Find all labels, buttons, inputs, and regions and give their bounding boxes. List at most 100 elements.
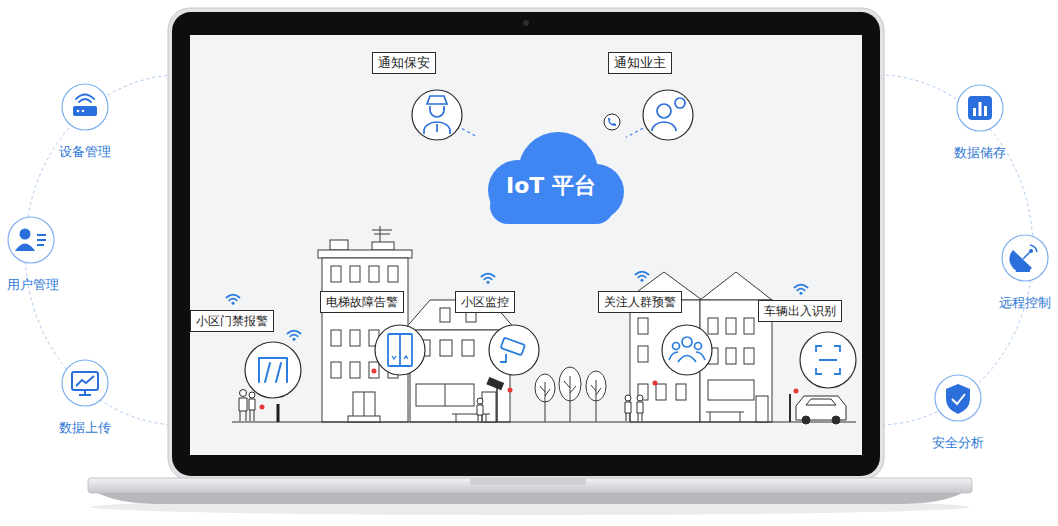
- buildings-part: [318, 250, 412, 258]
- upload-chart-icon-part: [79, 390, 91, 395]
- upload-chart-icon-part: [72, 372, 98, 390]
- wifi-signals-part: [482, 274, 495, 284]
- monitor-node: 小区监控: [489, 325, 539, 375]
- buildings-part: [726, 318, 736, 334]
- crowd-icon-part: [696, 352, 705, 360]
- cloud-text-holder: IoT 平台: [506, 173, 596, 199]
- scenario-circles-part: [800, 332, 856, 388]
- scenario-circles-part: [489, 325, 539, 375]
- buildings-part: [331, 330, 341, 346]
- label-text: 车辆出入识别: [764, 303, 836, 319]
- iot-cloud: IoT 平台: [476, 128, 626, 226]
- buildings-part: [482, 392, 496, 422]
- label-box: 小区监控: [455, 291, 515, 313]
- camera-icon-part: [501, 338, 525, 356]
- buildings-part: [388, 266, 398, 282]
- shield-icon-part: [946, 384, 970, 414]
- elevator-alarm-node: 电梯故障告警: [375, 325, 425, 375]
- buildings-part: [445, 384, 446, 406]
- elevator-icon-part: [388, 334, 412, 366]
- buildings-part: [416, 384, 474, 406]
- label-text: 小区门禁报警: [196, 313, 268, 329]
- outer-icon-circles-part: [62, 360, 108, 406]
- notify-circles-part: [643, 90, 693, 140]
- owner-icon: [652, 98, 685, 131]
- laptop-part: [98, 493, 962, 504]
- street-details-part: [277, 404, 280, 422]
- laptop-part: [523, 20, 529, 26]
- router-icon-part: [77, 110, 80, 113]
- buildings-part: [440, 308, 450, 322]
- user-icon-part: [37, 235, 46, 245]
- storage-icon-part: [973, 108, 976, 116]
- crowd-icon-part: [682, 337, 692, 347]
- street-details-part: [625, 402, 631, 421]
- dish-icon-part: [1017, 262, 1030, 271]
- guard-icon-part: [427, 96, 447, 104]
- buildings-part: [638, 384, 648, 400]
- notify-guard-node: 通知保安: [412, 90, 462, 140]
- street-details: [232, 378, 856, 424]
- outer-icon-circles-part: [62, 84, 108, 130]
- crowd-warning-node: 关注人群预警: [662, 325, 712, 375]
- street-details-part: [802, 416, 810, 424]
- phone-icon-part: [608, 118, 616, 126]
- buildings-part: [744, 318, 754, 334]
- street-details-part: [477, 398, 483, 404]
- laptop-part: [88, 478, 972, 493]
- alert-dots-part: [794, 389, 799, 394]
- gate-icon: [259, 358, 287, 382]
- data-storage-icon: 数据储存: [943, 85, 1017, 161]
- label-box: 关注人群预警: [598, 291, 682, 313]
- user-mgmt-icon: 用户管理: [2, 217, 64, 293]
- street-details-part: [637, 395, 643, 401]
- elevator-icon-part: [392, 356, 408, 359]
- dish-icon-part: [1030, 245, 1037, 252]
- buildings-part: [726, 348, 736, 364]
- street-details-part: [477, 405, 483, 421]
- wifi-signals-part: [636, 272, 649, 282]
- street-details-part: [249, 399, 255, 421]
- shield-icon-part: [952, 394, 965, 404]
- elevator-icon: [388, 334, 412, 366]
- buildings-part: [706, 412, 744, 422]
- security-analysis-icon: 安全分析: [921, 375, 995, 451]
- router-icon-part: [82, 110, 85, 113]
- remote-control-icon: 远程控制: [994, 235, 1056, 311]
- icon-spacer: [994, 235, 1056, 295]
- buildings-part: [350, 266, 360, 282]
- street-details-part: [806, 399, 836, 405]
- street-details-part: [240, 390, 247, 397]
- street-details-part: [239, 398, 247, 421]
- street-details-part: [789, 394, 791, 422]
- router-icon: [73, 95, 97, 117]
- buildings-part: [744, 348, 754, 364]
- icon-label: 安全分析: [921, 435, 995, 451]
- storage-icon-part: [979, 102, 982, 116]
- crowd-icon-part: [669, 352, 678, 360]
- buildings-part: [350, 330, 360, 346]
- icon-spacer: [2, 217, 64, 277]
- outer-icon-circles-part: [8, 217, 54, 263]
- outer-icon-circles-part: [935, 375, 981, 421]
- buildings-part: [708, 380, 754, 400]
- label-box: 通知业主: [608, 52, 672, 74]
- upload-chart-icon-part: [76, 376, 94, 386]
- dish-icon-part: [1029, 249, 1033, 253]
- street-details-part: [249, 392, 255, 398]
- label-box: 车辆出入识别: [758, 300, 842, 322]
- user-icon-part: [20, 229, 31, 240]
- buildings-part: [372, 226, 392, 242]
- guard-icon-part: [436, 124, 438, 132]
- icon-label: 数据储存: [943, 145, 1017, 161]
- label-text: 电梯故障告警: [326, 294, 398, 310]
- guard-icon-part: [430, 106, 444, 117]
- dashed-connector: [462, 129, 476, 137]
- wifi-signals-part: [227, 295, 240, 305]
- trees-part: [591, 380, 601, 422]
- buildings-part: [708, 318, 718, 334]
- buildings-part: [462, 340, 474, 356]
- buildings-part: [700, 272, 772, 300]
- owner-icon-part: [657, 104, 671, 118]
